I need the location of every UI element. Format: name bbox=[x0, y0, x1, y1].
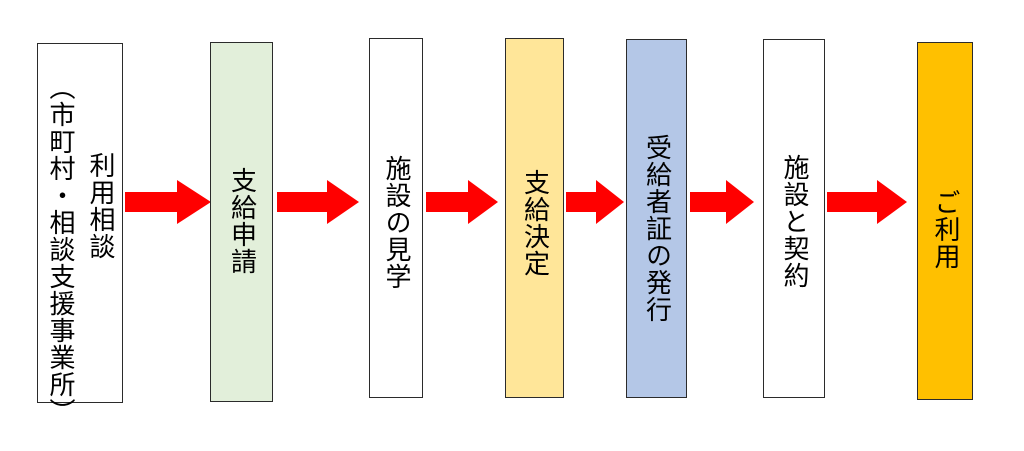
arrow-3 bbox=[426, 180, 500, 224]
step-facility-visit-label: 施設の見学 bbox=[381, 155, 411, 290]
step-decision: 支給決定 bbox=[505, 38, 564, 398]
step-use: ご利用 bbox=[917, 42, 973, 400]
arrow-1 bbox=[125, 180, 213, 224]
step-consultation-label: 利用相談 bbox=[85, 152, 115, 260]
arrow-6 bbox=[827, 180, 909, 224]
step-use-label: ご利用 bbox=[930, 189, 960, 270]
step-decision-label: 支給決定 bbox=[519, 169, 550, 277]
step-certificate-label: 受給者証の発行 bbox=[641, 134, 672, 323]
arrow-5 bbox=[690, 180, 756, 224]
arrow-2 bbox=[277, 180, 361, 224]
arrow-4 bbox=[566, 180, 626, 224]
step-contract: 施設と契約 bbox=[763, 39, 825, 398]
step-certificate: 受給者証の発行 bbox=[626, 39, 687, 398]
step-application: 支給申請 bbox=[210, 42, 273, 402]
step-contract-label: 施設と契約 bbox=[779, 154, 809, 289]
step-consultation: 利用相談 （市町村・相談支援事業所） bbox=[37, 43, 123, 425]
step-consultation-sublabel: （市町村・相談支援事業所） bbox=[45, 74, 75, 425]
step-application-label: 支給申請 bbox=[226, 167, 257, 275]
step-facility-visit: 施設の見学 bbox=[369, 38, 423, 398]
